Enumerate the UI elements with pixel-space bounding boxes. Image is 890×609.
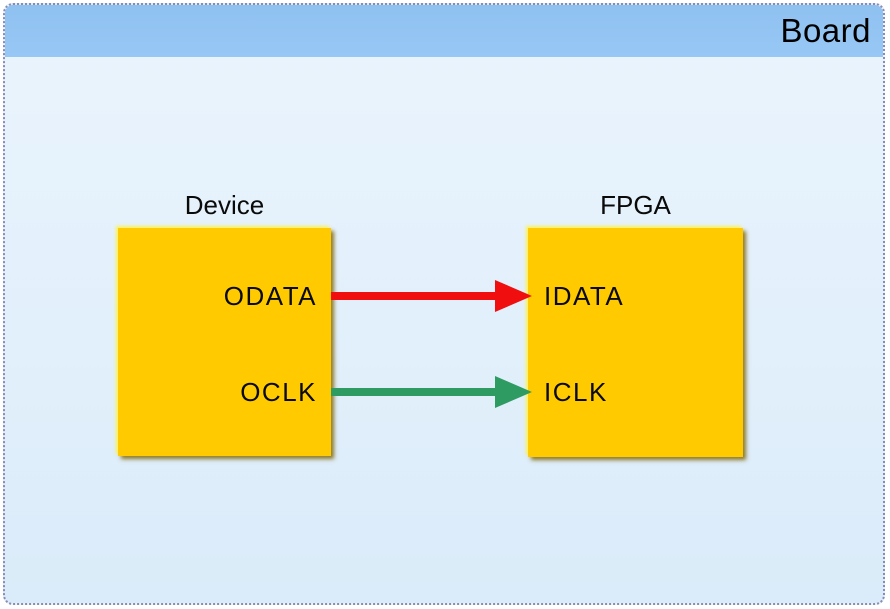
fpga-port-iclk: ICLK — [544, 377, 608, 407]
device-port-odata: ODATA — [223, 281, 317, 311]
fpga-block-label: FPGA — [600, 190, 671, 220]
board-title: Board — [780, 12, 871, 49]
green-arrow-head-icon — [495, 376, 532, 408]
board-header: Board — [5, 5, 883, 57]
device-block-label: Device — [184, 190, 265, 220]
red-arrow-head-icon — [495, 280, 532, 312]
green-arrow-shaft — [331, 388, 503, 396]
device-port-oclk: OCLK — [240, 377, 317, 407]
odata-to-idata-arrow — [331, 280, 532, 312]
oclk-to-iclk-arrow — [331, 376, 532, 408]
device-block: ODATA OCLK — [118, 228, 331, 456]
fpga-port-idata: IDATA — [544, 281, 625, 311]
red-arrow-shaft — [331, 292, 503, 300]
fpga-block: IDATA ICLK — [528, 228, 743, 457]
